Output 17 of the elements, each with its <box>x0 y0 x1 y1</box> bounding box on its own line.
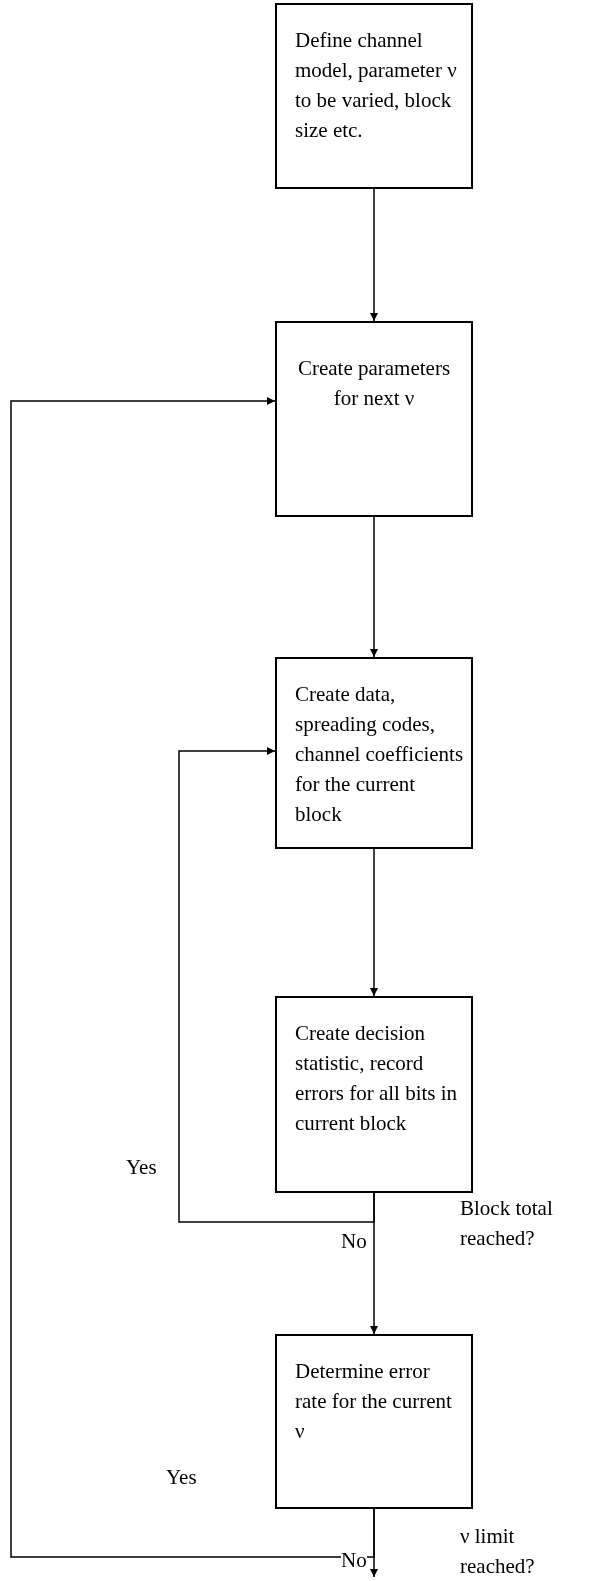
process-box <box>275 1334 473 1509</box>
arrow <box>370 848 378 997</box>
arrow <box>370 1192 378 1335</box>
arrow <box>370 516 378 658</box>
arrow <box>370 1508 378 1578</box>
process-box <box>275 657 473 849</box>
arrow <box>10 397 375 1558</box>
box-text: Define channel model, parameter ν to be varied, block size etc. <box>295 27 458 144</box>
process-box <box>275 996 473 1193</box>
arrow <box>178 747 375 1223</box>
box-text: Create decision statistic, record errors for all bits in current block <box>295 1020 459 1137</box>
arrow <box>370 188 378 322</box>
process-box <box>275 321 473 517</box>
box-text: Create parameters for next ν <box>296 355 452 412</box>
box-text: Determine error rate for the current ν <box>295 1358 453 1445</box>
box-text: Create data, spreading codes, channel coefficients for the current block <box>295 681 465 828</box>
process-box <box>275 3 473 189</box>
